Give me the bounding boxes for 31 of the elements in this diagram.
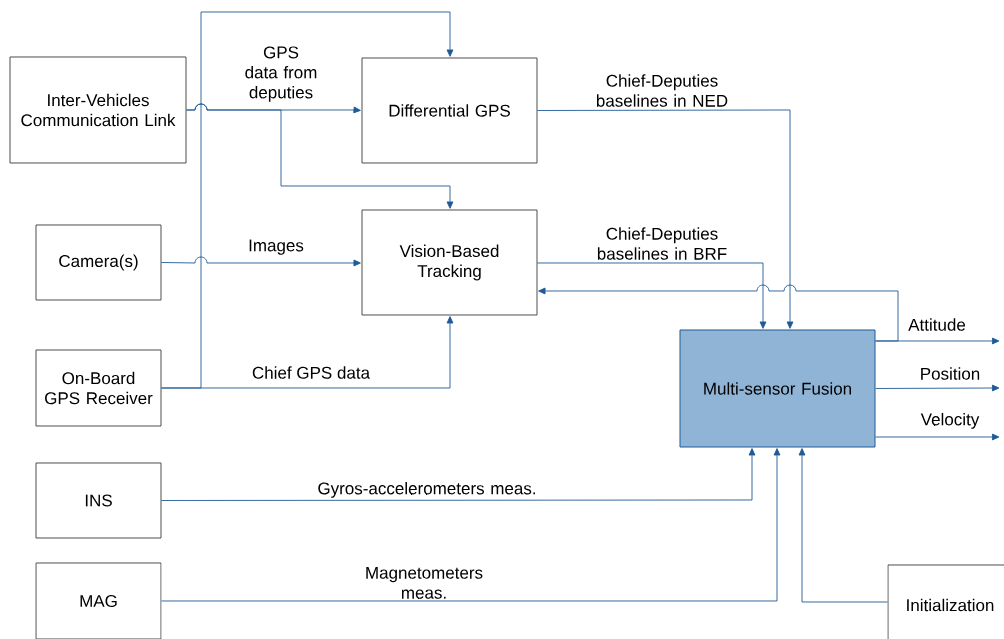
- arrow: [537, 109, 794, 329]
- edge-label: Chief-Deputies baselines in BRF: [597, 227, 727, 260]
- edge-label: GPS data from deputies: [245, 46, 317, 102]
- arrow: [875, 384, 1000, 392]
- process-box: Differential GPS: [361, 57, 538, 164]
- edge-label: Gyros-accelerometers meas.: [318, 481, 535, 498]
- edge-label: Chief GPS data: [252, 366, 371, 379]
- edge-label: Images: [249, 239, 304, 255]
- arrow: [798, 448, 888, 603]
- sensor-box: MAG: [35, 562, 162, 639]
- process-box: Inter-Vehicles Communication Link: [9, 56, 187, 164]
- arrow: [161, 256, 361, 267]
- edge-label: Velocity: [920, 412, 980, 429]
- arrow: [186, 103, 454, 209]
- arrow: [161, 11, 454, 389]
- arrow: [875, 433, 1000, 441]
- edge-label: Position: [921, 367, 980, 380]
- edge-label: Magnetometers meas.: [366, 566, 483, 599]
- fusion-box: Multi-sensor Fusion: [679, 329, 876, 448]
- arrow: [538, 284, 899, 342]
- arrow: [537, 262, 767, 329]
- sensor-box: Camera(s): [35, 224, 162, 301]
- arrow: [161, 448, 781, 602]
- arrow: [161, 448, 756, 501]
- process-box: Vision-Based Tracking: [361, 209, 538, 316]
- edge-label: Attitude: [908, 318, 966, 331]
- input-box: Initialization: [887, 564, 1004, 639]
- arrow: [875, 337, 1000, 345]
- sensor-box: INS: [35, 462, 162, 539]
- edge-label: Chief-Deputies baselines in NED: [596, 74, 728, 107]
- sensor-box: On-Board GPS Receiver: [35, 349, 162, 427]
